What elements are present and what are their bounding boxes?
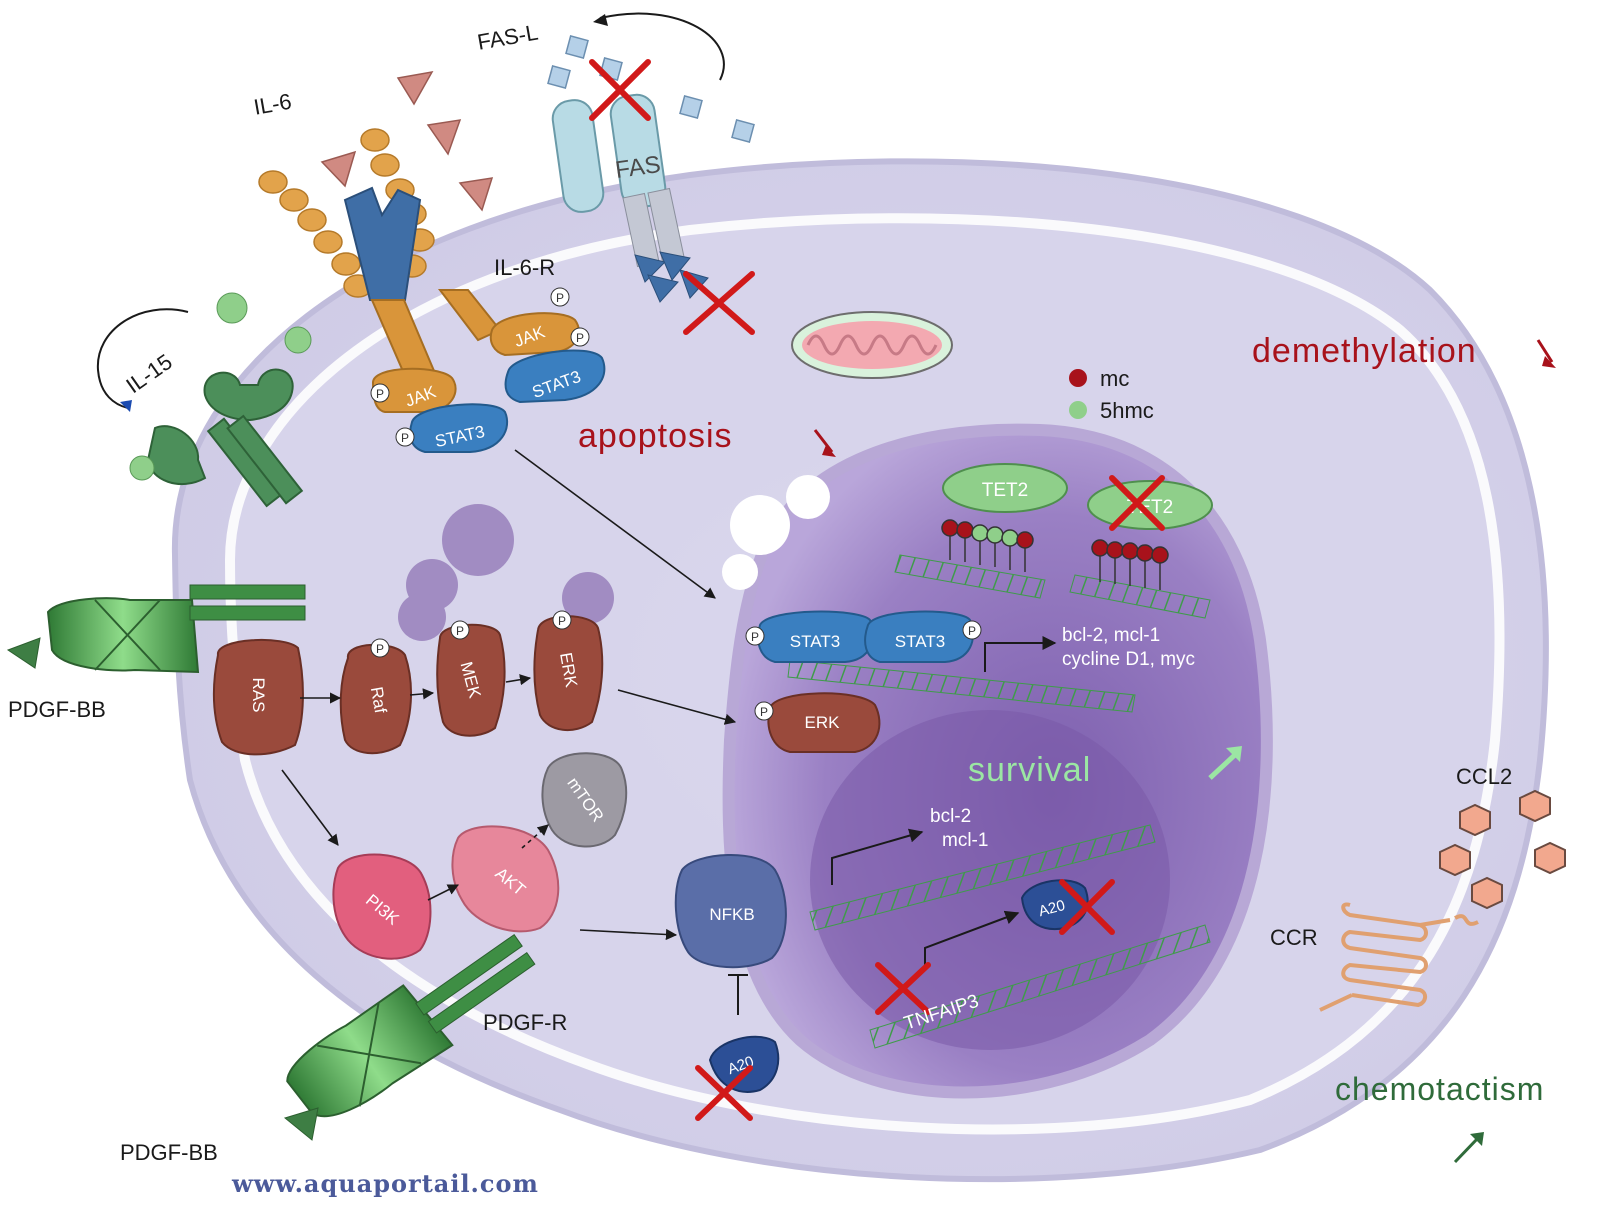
watermark: www.aquaportail.com — [231, 1169, 539, 1198]
stat3-targets-line1: bcl-2, mcl-1 — [1062, 625, 1160, 646]
erk-protein: ERK P — [533, 610, 604, 732]
nfkb-targets-line1: bcl-2 — [930, 806, 971, 827]
demethylation-label: demethylation — [1252, 332, 1477, 370]
legend-mc-label: mc — [1100, 366, 1129, 391]
stat3-left: STAT3 — [409, 403, 509, 453]
phospho-badges-il6r: P P P P — [370, 287, 590, 447]
stat3-right: STAT3 — [504, 349, 606, 404]
fas-label: FAS — [614, 151, 663, 184]
stat3-dimer-nucleus: STAT3 STAT3 P P — [745, 610, 982, 663]
il15-curved-arrow — [96, 308, 189, 409]
raf-label: Raf — [367, 685, 390, 715]
cytoplasmic-vesicles — [398, 504, 614, 641]
stat3-targets-line2: cycline D1, myc — [1062, 649, 1195, 670]
phospho-raf: P — [376, 642, 384, 656]
pdgfbb-ligand-bottom — [283, 1107, 319, 1141]
nfkb-protein: NFKB — [674, 853, 787, 969]
pi3k-protein: PI3K — [332, 853, 432, 960]
apoptosis-label: apoptosis — [578, 417, 733, 455]
tet2-label: TET2 — [982, 480, 1028, 501]
ccl2-ligands — [1439, 789, 1566, 910]
raf-protein: Raf P — [339, 638, 413, 755]
il6-ligands — [320, 70, 494, 212]
a20-nuc-label: A20 — [1037, 897, 1067, 920]
apoptosis-down-arrow — [813, 429, 834, 453]
phospho-stat3-nuc-a: P — [751, 630, 759, 644]
fasl-label: FAS-L — [475, 20, 540, 55]
legend-5hmc-label: 5hmc — [1100, 398, 1154, 423]
phospho-stat3-nuc-b: P — [968, 624, 976, 638]
mek-protein: MEK P — [436, 620, 506, 737]
legend-5hmc-swatch — [1069, 401, 1087, 419]
ccr-label: CCR — [1270, 925, 1318, 950]
signaling-arrows — [281, 449, 737, 941]
pdgfbb-bottom-label: PDGF-BB — [120, 1140, 218, 1165]
mtor-protein: mTOR — [541, 752, 628, 848]
demethylation-down-arrow — [1536, 339, 1554, 363]
fasl-curved-arrow — [599, 12, 725, 81]
phospho-jak-left: P — [376, 387, 384, 401]
il6r-label: IL-6-R — [494, 255, 555, 280]
ras-label: RAS — [249, 678, 268, 713]
stat3-nuc-a-label: STAT3 — [790, 632, 840, 651]
il15-receptor — [129, 292, 312, 508]
pdgfbb-top-label: PDGF-BB — [8, 697, 106, 722]
phospho-stat3-left: P — [401, 431, 409, 445]
survival-label: survival — [968, 751, 1091, 789]
ccr-receptor — [1319, 902, 1479, 1012]
inhibition-crosses — [589, 59, 1165, 1121]
nfkb-targets-line2: mcl-1 — [942, 830, 988, 851]
chemotactism-up-arrow — [1453, 1136, 1480, 1164]
ccl2-label: CCL2 — [1456, 764, 1512, 789]
phospho-jak-right-b: P — [576, 331, 584, 345]
chemotactism-label: chemotactism — [1335, 1071, 1544, 1107]
methylation-legend: mc 5hmc — [1069, 366, 1154, 423]
il6-label: IL-6 — [252, 89, 294, 120]
ras-protein: RAS — [212, 639, 304, 756]
phospho-jak-right-a: P — [556, 291, 564, 305]
il15-label: IL-15 — [121, 349, 176, 398]
mitochondrion — [791, 311, 953, 379]
erk-nuc-label: ERK — [805, 713, 841, 732]
pdgfr-bottom — [286, 933, 536, 1118]
survival-up-arrow — [1208, 750, 1240, 780]
stat3-nuc-b-label: STAT3 — [895, 632, 945, 651]
methylation-marks — [941, 519, 1169, 590]
dna-strands — [787, 554, 1211, 1049]
legend-mc-swatch — [1069, 369, 1087, 387]
tet2-active: TET2 — [942, 463, 1068, 513]
pdgfr-label: PDGF-R — [483, 1010, 567, 1035]
erk-nucleus: ERK P — [754, 692, 881, 753]
fasl-ligands — [547, 35, 755, 143]
jak-right: JAK — [489, 312, 580, 357]
jak-left: JAK — [371, 367, 457, 413]
a20-nucleus: A20 — [1020, 879, 1089, 930]
il6-receptor: JAK JAK STAT3 STAT3 P P P P — [258, 128, 606, 453]
phospho-erk: P — [558, 614, 566, 628]
pdgfr-top — [6, 584, 306, 674]
phospho-erk-nuc: P — [760, 705, 768, 719]
transcription-arrows — [831, 636, 1057, 965]
phospho-mek: P — [456, 624, 464, 638]
nfkb-label: NFKB — [709, 905, 754, 924]
